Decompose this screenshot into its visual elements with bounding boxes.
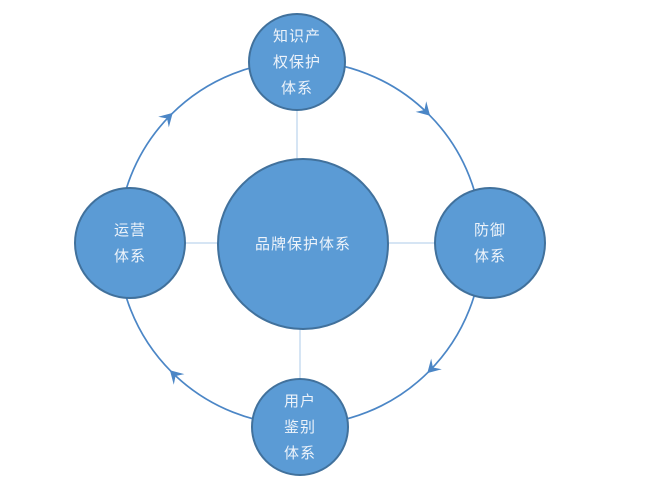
node-defense: 防御 体系: [434, 187, 546, 299]
arrow-top-to-right: [415, 101, 431, 116]
node-label: 运营 体系: [113, 221, 146, 265]
arrow-left-to-top: [158, 112, 173, 128]
node-user-identification: 用户 鉴别 体系: [251, 378, 349, 476]
node-operations: 运营 体系: [74, 187, 186, 299]
arrow-bottom-to-left: [169, 370, 185, 385]
node-label: 用户 鉴别 体系: [283, 392, 316, 462]
node-label: 知识产 权保护 体系: [272, 27, 321, 97]
node-label: 品牌保护体系: [254, 235, 351, 253]
node-label: 防御 体系: [473, 221, 506, 265]
node-ip-protection: 知识产 权保护 体系: [248, 13, 346, 111]
node-brand-protection-center: 品牌保护体系: [217, 158, 389, 330]
arrow-right-to-bottom: [427, 358, 442, 374]
